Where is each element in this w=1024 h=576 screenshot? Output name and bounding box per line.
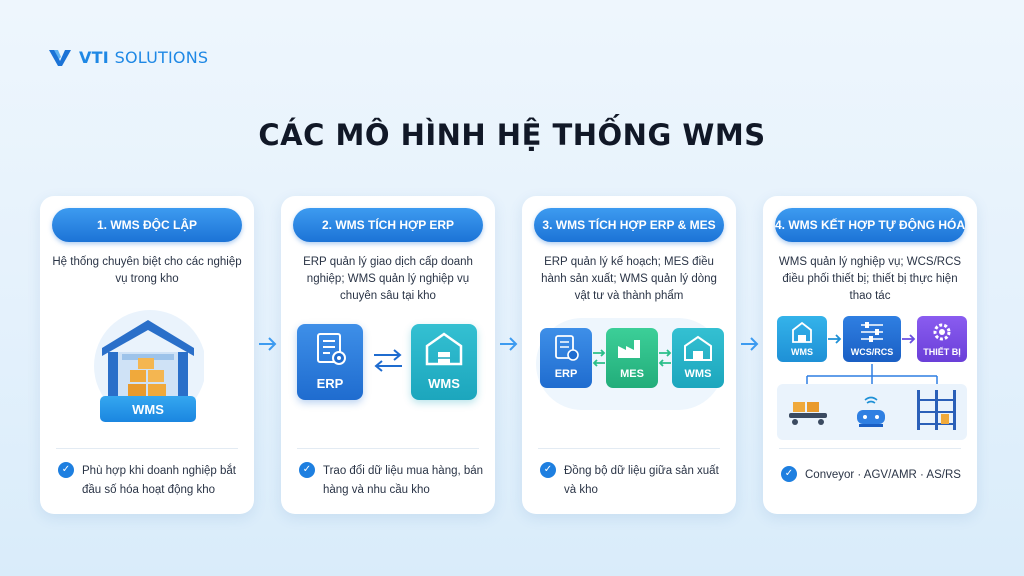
device-tile: THIẾT BỊ — [917, 316, 967, 362]
brand-logo: VTI SOLUTIONS — [49, 48, 208, 67]
arrow-right-icon — [827, 332, 843, 344]
card-description: ERP quản lý kế hoạch; MES điều hành sản … — [541, 256, 717, 302]
page-title: CÁC MÔ HÌNH HỆ THỐNG WMS — [258, 118, 766, 152]
wms-banner: WMS — [100, 396, 196, 422]
model-card-automation: 4. WMS KẾT HỢP TỰ ĐỘNG HÓA WMS quản lý n… — [763, 196, 977, 514]
check-circle-icon: ✓ — [781, 466, 797, 482]
card-heading: 3. WMS TÍCH HỢP ERP & MES — [534, 208, 724, 242]
warehouse-icon — [425, 332, 463, 366]
card-benefit: Trao đổi dữ liệu mua hàng, bán hàng và n… — [323, 465, 484, 496]
erp-tile: ERP — [540, 328, 592, 388]
card-divider — [538, 448, 720, 449]
rack-icon — [913, 386, 961, 434]
document-gear-icon — [317, 333, 346, 365]
card-description: WMS quản lý nghiệp vụ; WCS/RCS điều phối… — [778, 256, 962, 302]
bidirectional-arrows — [658, 346, 672, 370]
document-gear-icon — [555, 335, 579, 361]
robot-icon — [851, 394, 891, 432]
bidirectional-arrows — [592, 346, 606, 370]
wms-tile: WMS — [672, 328, 724, 388]
card-divider — [297, 448, 479, 449]
card-heading: 1. WMS ĐỘC LẬP — [52, 208, 242, 242]
check-circle-icon: ✓ — [540, 462, 556, 478]
warehouse-icon — [94, 310, 206, 422]
mes-tile: MES — [606, 328, 658, 388]
erp-tile: ERP — [297, 324, 363, 400]
model-card-erp: 2. WMS TÍCH HỢP ERP ERP quản lý giao dịc… — [281, 196, 495, 514]
card-heading: 2. WMS TÍCH HỢP ERP — [293, 208, 483, 242]
card-benefit: Conveyor · AGV/AMR · AS/RS — [805, 469, 961, 481]
arrow-right-icon — [500, 337, 518, 351]
warehouse-icon — [792, 321, 812, 343]
warehouse-illustration — [92, 308, 206, 428]
card-description: Hệ thống chuyên biệt cho các nghiệp vụ t… — [52, 256, 242, 285]
sliders-icon — [861, 322, 883, 342]
card-divider — [56, 448, 238, 449]
arrow-right-icon — [741, 337, 759, 351]
bidirectional-arrows — [371, 346, 405, 374]
model-card-standalone: 1. WMS ĐỘC LẬP Hệ thống chuyên biệt cho … — [40, 196, 254, 514]
gear-icon — [933, 323, 951, 341]
conveyor-icon — [785, 396, 831, 432]
check-circle-icon: ✓ — [58, 462, 74, 478]
check-circle-icon: ✓ — [299, 462, 315, 478]
wms-tile: WMS — [777, 316, 827, 362]
model-card-erp-mes: 3. WMS TÍCH HỢP ERP & MES ERP quản lý kế… — [522, 196, 736, 514]
card-divider — [779, 448, 961, 449]
arrow-right-icon — [901, 332, 917, 344]
card-description: ERP quản lý giao dịch cấp doanh nghiệp; … — [303, 256, 473, 302]
warehouse-icon — [684, 335, 712, 361]
vti-logo-icon — [49, 49, 71, 66]
wms-tile: WMS — [411, 324, 477, 400]
wcs-rcs-tile: WCS/RCS — [843, 316, 901, 362]
arrow-right-icon — [259, 337, 277, 351]
card-heading: 4. WMS KẾT HỢP TỰ ĐỘNG HÓA — [775, 208, 965, 242]
card-benefit: Phù hợp khi doanh nghiệp bắt đầu số hóa … — [82, 465, 236, 496]
factory-icon — [618, 340, 640, 358]
brand-name: VTI SOLUTIONS — [79, 48, 209, 67]
card-benefit: Đồng bộ dữ liệu giữa sản xuất và kho — [564, 465, 719, 496]
